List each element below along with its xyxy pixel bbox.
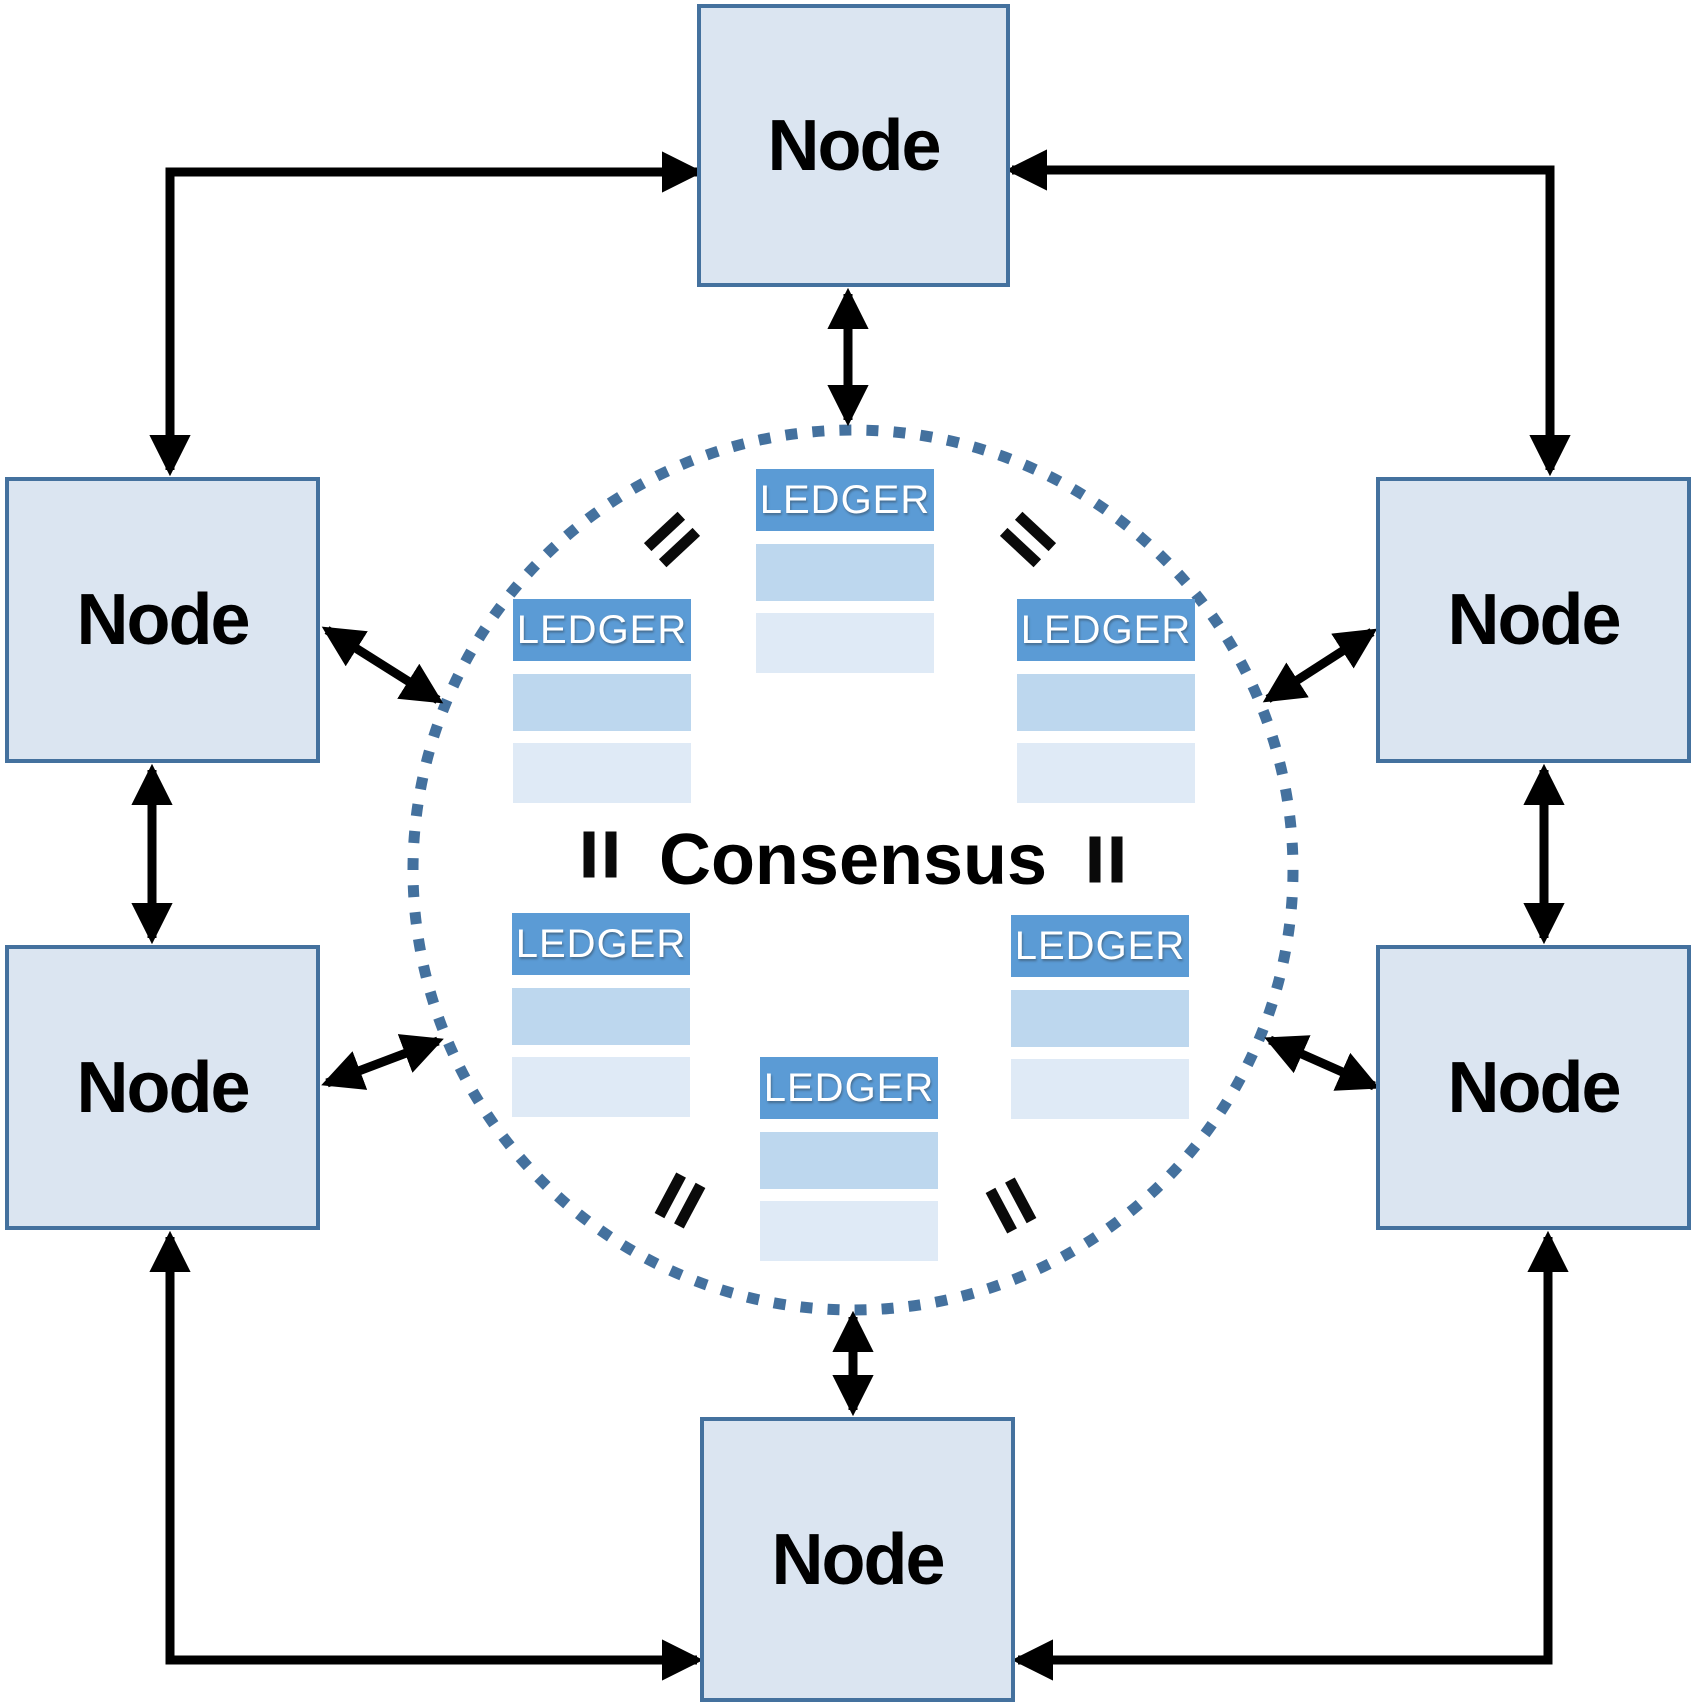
ledger-table-bottom-center: LEDGER <box>760 1057 938 1261</box>
arrow-elbow-top-right <box>1005 149 1571 477</box>
ledger-table-lower-right: LEDGER <box>1011 915 1189 1119</box>
ledger-table-upper-right: LEDGER <box>1017 599 1195 803</box>
ledger-row <box>756 613 934 673</box>
ledger-header: LEDGER <box>512 913 690 975</box>
ledger-row <box>1011 990 1189 1047</box>
node-box-right-upper: Node <box>1376 477 1691 763</box>
ledger-header: LEDGER <box>760 1057 938 1119</box>
ledger-header: LEDGER <box>1011 915 1189 977</box>
arrow-right-upper-to-circle <box>1262 628 1378 703</box>
arrow-elbow-bottom-right <box>1011 1230 1569 1681</box>
node-label: Node <box>76 1047 251 1128</box>
node-box-bottom: Node <box>700 1417 1015 1702</box>
ledger-header: LEDGER <box>1017 599 1195 661</box>
node-label: Node <box>1447 580 1622 660</box>
ledger-header: LEDGER <box>513 599 691 661</box>
ledger-row <box>512 1057 690 1117</box>
node-box-top: Node <box>697 4 1010 287</box>
ledger-row <box>756 544 934 601</box>
consensus-circle-boundary <box>407 424 1299 1316</box>
ledger-row <box>1017 674 1195 731</box>
ledger-table-top-center: LEDGER <box>756 469 934 673</box>
ledger-table-upper-left: LEDGER <box>513 599 691 803</box>
consensus-title: Consensus <box>658 820 1048 900</box>
ledger-row <box>1017 743 1195 803</box>
node-label: Node <box>76 580 251 660</box>
arrow-elbow-top-left <box>149 151 704 477</box>
node-box-left-lower: Node <box>5 945 320 1230</box>
node-label: Node <box>1447 1047 1622 1128</box>
node-box-left-upper: Node <box>5 477 320 763</box>
node-label: Node <box>767 105 942 186</box>
ledger-row <box>760 1201 938 1261</box>
ledger-row <box>1011 1059 1189 1119</box>
ledger-table-lower-left: LEDGER <box>512 913 690 1117</box>
node-label: Node <box>771 1519 946 1600</box>
ledger-header: LEDGER <box>756 469 934 531</box>
arrow-left-lower-to-circle <box>321 1034 444 1090</box>
ledger-row <box>513 743 691 803</box>
ledger-row <box>760 1132 938 1189</box>
arrow-right-lower-to-circle <box>1264 1035 1380 1091</box>
arrow-left-upper-to-circle <box>321 626 444 704</box>
node-box-right-lower: Node <box>1376 945 1691 1230</box>
arrow-elbow-bottom-left <box>149 1230 704 1681</box>
ledger-row <box>513 674 691 731</box>
ledger-row <box>512 988 690 1045</box>
